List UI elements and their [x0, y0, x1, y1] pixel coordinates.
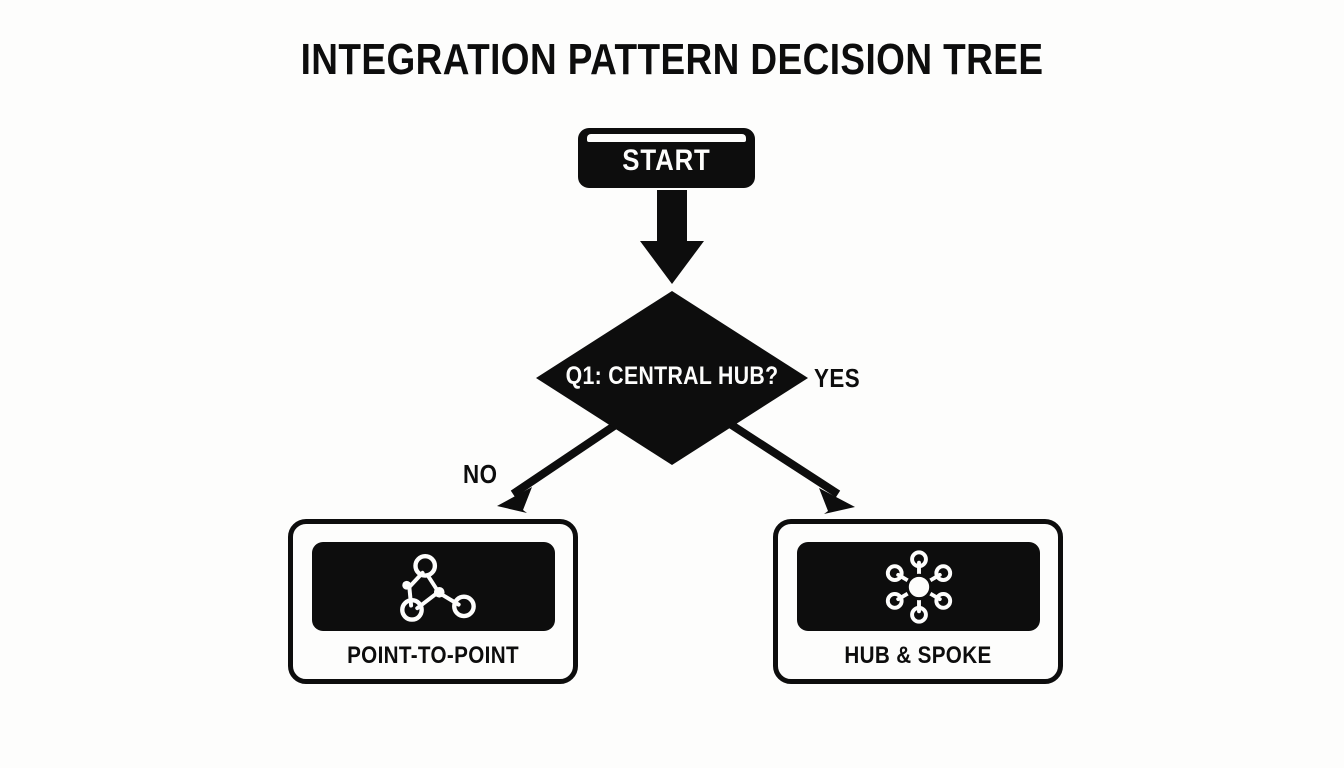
outcome-card-point-to-point[interactable]: POINT-TO-POINT	[288, 519, 578, 684]
outcome-card-hub-spoke[interactable]: HUB & SPOKE	[773, 519, 1063, 684]
outcome-card-label: HUB & SPOKE	[844, 642, 992, 669]
arrow-start-to-decision	[640, 190, 704, 284]
page-title: INTEGRATION PATTERN DECISION TREE	[300, 35, 1044, 84]
branch-label-no: NO	[463, 459, 498, 489]
outcome-card-label: POINT-TO-POINT	[347, 642, 519, 669]
start-node-highlight	[587, 134, 746, 142]
decision-node[interactable]	[536, 291, 808, 465]
icon-panel	[312, 542, 555, 631]
hub-spoke-icon	[885, 549, 952, 624]
node-mesh-icon	[399, 553, 476, 622]
start-node[interactable]: START	[578, 128, 755, 188]
branch-label-yes: YES	[814, 363, 861, 393]
icon-panel	[797, 542, 1040, 631]
start-node-label: START	[622, 144, 711, 177]
